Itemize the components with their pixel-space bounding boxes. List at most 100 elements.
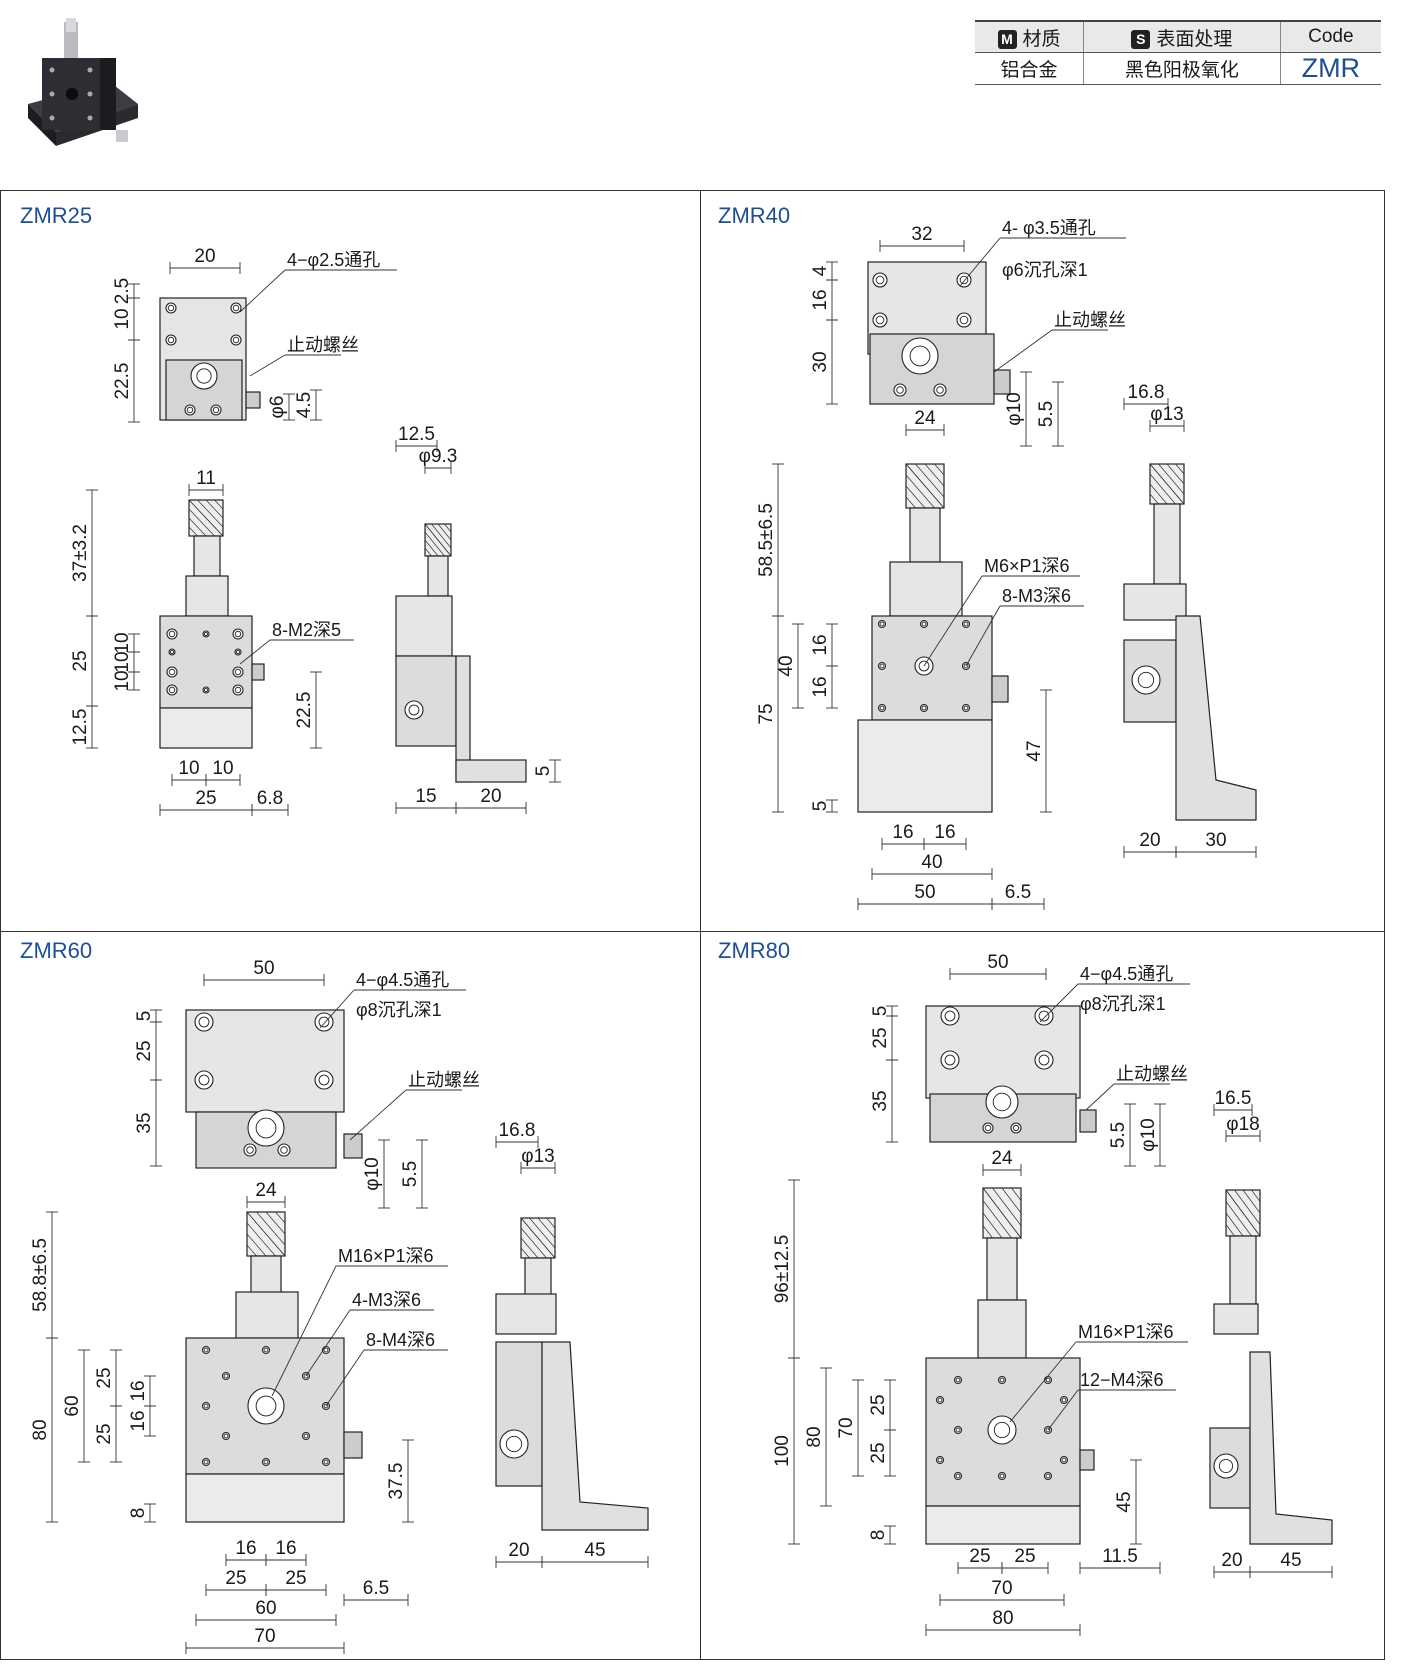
dim-text: φ10 bbox=[1138, 1118, 1159, 1151]
hole-inner bbox=[318, 1074, 330, 1086]
front-base bbox=[185, 1473, 345, 1523]
hole-outline bbox=[194, 1012, 214, 1032]
hole-inner bbox=[875, 315, 885, 325]
side-bracket bbox=[1175, 615, 1257, 821]
leader-line bbox=[959, 237, 1001, 287]
knurl-line bbox=[924, 463, 945, 487]
hole-inner bbox=[203, 1403, 209, 1409]
knurl-line bbox=[1251, 1189, 1261, 1202]
knurl-line bbox=[424, 523, 452, 557]
callout-text: 4- φ3.5通孔 bbox=[1002, 218, 1096, 238]
callout-text: 4−φ4.5通孔 bbox=[356, 970, 449, 990]
hole-outline bbox=[221, 1431, 231, 1441]
hole-outline bbox=[1043, 1471, 1053, 1481]
leader-line bbox=[249, 354, 286, 377]
dim-text: 10 bbox=[112, 670, 133, 691]
front-base bbox=[159, 707, 253, 749]
hole-inner bbox=[937, 1397, 943, 1403]
dim-text: 25 bbox=[70, 650, 91, 671]
hole-inner bbox=[167, 304, 175, 312]
dim-text: 25 bbox=[195, 788, 216, 809]
hole-outline bbox=[166, 628, 178, 640]
hole-inner bbox=[263, 1459, 269, 1465]
dim-text: 16.5 bbox=[1215, 1088, 1252, 1109]
dim-text: 37±3.2 bbox=[70, 524, 91, 582]
hole-inner bbox=[992, 1092, 1012, 1112]
hole-inner bbox=[955, 1427, 961, 1433]
micrometer-barrel bbox=[193, 535, 221, 577]
hole-inner bbox=[1137, 671, 1155, 689]
hole-inner bbox=[235, 649, 241, 655]
callout-text: φ8沉孔深1 bbox=[1080, 994, 1166, 1014]
leader-line bbox=[305, 1309, 351, 1377]
knurl-line bbox=[214, 499, 224, 510]
hole-inner bbox=[198, 1016, 210, 1028]
knurl-line bbox=[537, 1217, 556, 1239]
hole-outline bbox=[953, 1471, 963, 1481]
hole-inner bbox=[234, 668, 242, 676]
dim-text: 10 bbox=[112, 651, 133, 672]
knurl-line bbox=[275, 1211, 286, 1224]
knurl-line bbox=[197, 499, 224, 528]
dim-text: 20 bbox=[1139, 830, 1160, 851]
material-value: 铝合金 bbox=[975, 52, 1084, 85]
code-value: ZMR bbox=[1279, 52, 1381, 85]
callout-text: φ6沉孔深1 bbox=[1002, 260, 1088, 280]
dim-text: 60 bbox=[62, 1395, 83, 1416]
side-bracket bbox=[1249, 1351, 1333, 1545]
hole-outline bbox=[166, 666, 178, 678]
hole-inner bbox=[944, 1054, 956, 1066]
hole-outline bbox=[953, 1375, 963, 1385]
dim-text: 45 bbox=[1114, 1491, 1135, 1512]
micrometer-barrel bbox=[909, 507, 941, 563]
hole-inner bbox=[246, 1146, 254, 1154]
hole-outline bbox=[499, 1429, 529, 1459]
front-base bbox=[857, 719, 993, 813]
dim-text: 16 bbox=[235, 1538, 256, 1559]
hole-inner bbox=[318, 1016, 330, 1028]
hole-inner bbox=[323, 1347, 329, 1353]
dim-text: 16 bbox=[810, 289, 831, 310]
drawing-frame bbox=[0, 190, 1385, 1660]
hole-outline bbox=[232, 684, 244, 696]
center-hole bbox=[985, 1085, 1019, 1119]
leader-line bbox=[325, 1349, 365, 1407]
knurl-line bbox=[1149, 483, 1168, 505]
center-tap bbox=[247, 1387, 285, 1425]
hole-outline bbox=[202, 686, 210, 694]
hole-outline bbox=[893, 383, 907, 397]
hole-inner bbox=[918, 660, 930, 672]
leader-line bbox=[239, 639, 271, 665]
dim-text: 70 bbox=[991, 1578, 1012, 1599]
knurl-line bbox=[1158, 463, 1185, 495]
dim-text: 30 bbox=[810, 351, 831, 372]
leader-line bbox=[1009, 1341, 1077, 1423]
knurl-line bbox=[982, 1187, 1022, 1239]
knurl-line bbox=[1149, 493, 1159, 505]
hole-inner bbox=[937, 1457, 943, 1463]
side-mount bbox=[1213, 1303, 1259, 1335]
center-tap bbox=[987, 1415, 1017, 1445]
hole-outline bbox=[940, 1006, 960, 1026]
panel-title-zmr25: ZMR25 bbox=[20, 203, 93, 228]
side-stage bbox=[495, 1341, 543, 1487]
hole-outline bbox=[232, 666, 244, 678]
micrometer-mount bbox=[235, 1291, 299, 1339]
side-stage bbox=[395, 655, 457, 747]
dim-text: 75 bbox=[756, 703, 777, 724]
dim-text: 25 bbox=[134, 1040, 155, 1061]
hole-outline bbox=[232, 628, 244, 640]
knurl-line bbox=[265, 1211, 286, 1235]
hole-inner bbox=[1218, 1458, 1234, 1474]
knurl-line bbox=[1225, 1224, 1235, 1237]
knurl-line bbox=[1234, 1189, 1261, 1225]
hole-outline bbox=[194, 1070, 214, 1090]
knurl-line bbox=[246, 1244, 257, 1257]
dim-text: 4 bbox=[810, 265, 831, 276]
knurl-line bbox=[1225, 1201, 1252, 1237]
hole-inner bbox=[959, 315, 969, 325]
dim-text: 11 bbox=[196, 468, 216, 489]
front-base bbox=[925, 1505, 1081, 1545]
hole-outline bbox=[961, 703, 971, 713]
dim-text: 50 bbox=[253, 958, 274, 979]
